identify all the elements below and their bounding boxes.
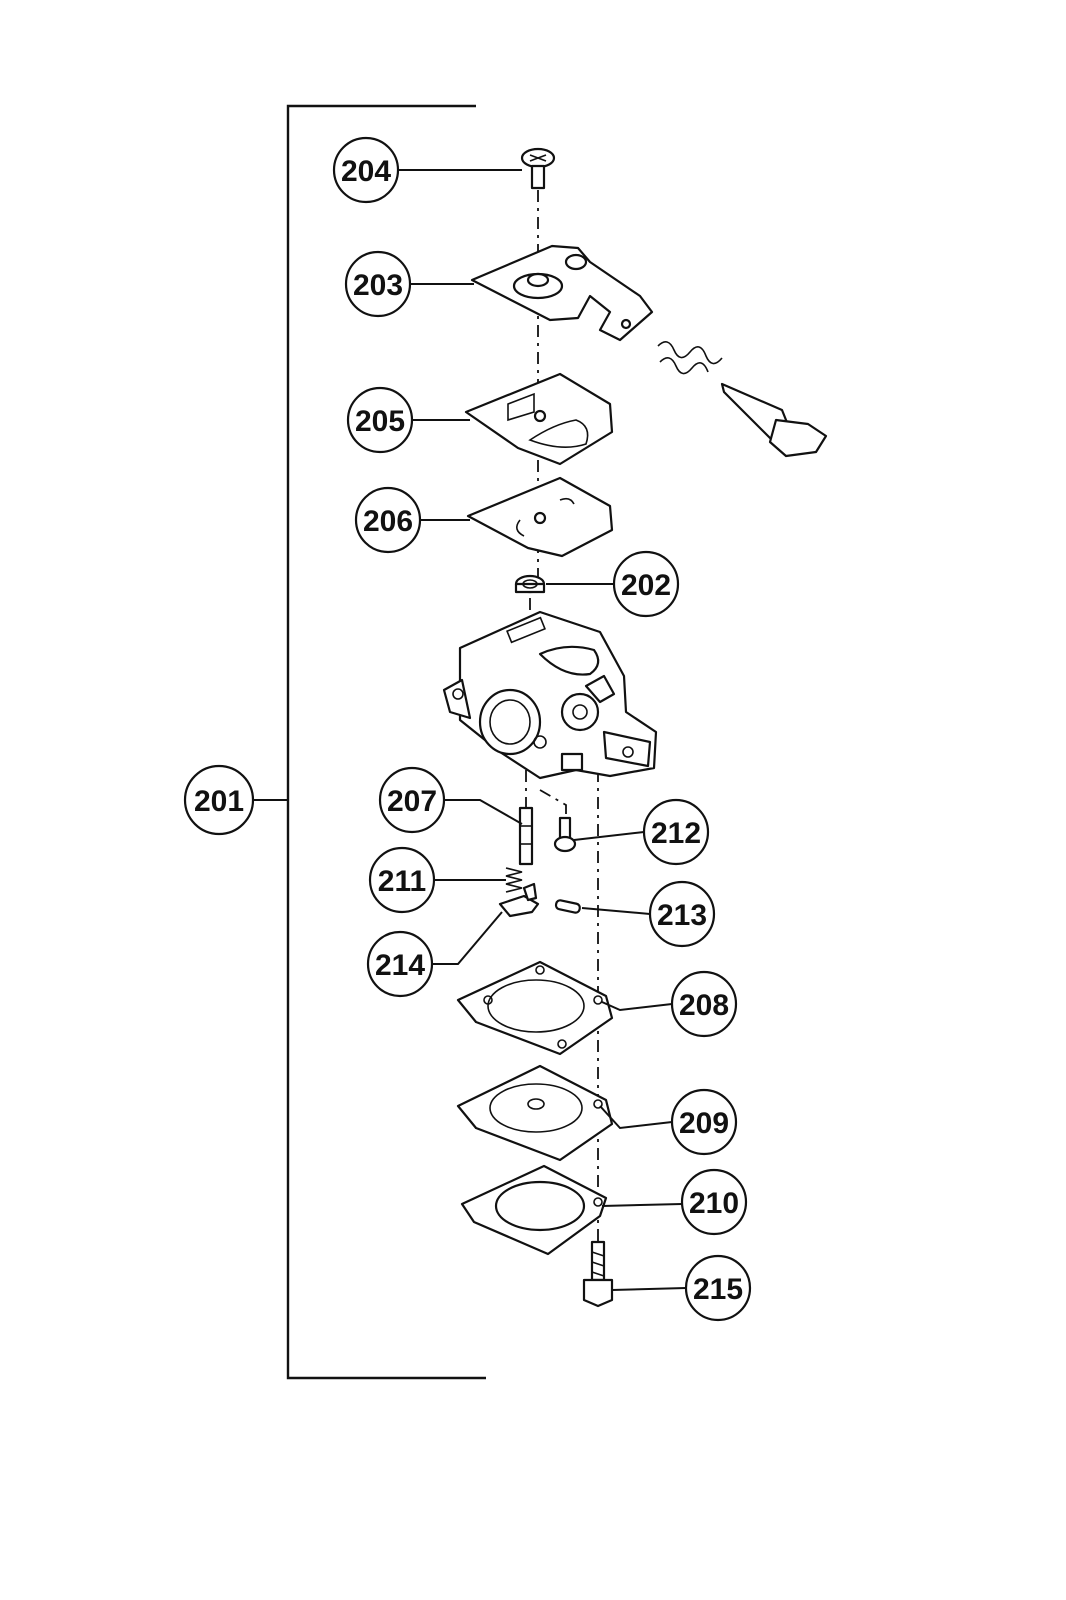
callout-212: 212	[642, 798, 710, 866]
part-screen-202	[514, 574, 546, 594]
callout-label: 215	[693, 1273, 743, 1306]
part-cover-210	[460, 1164, 608, 1256]
part-pin-213	[554, 899, 581, 914]
callout-label: 214	[375, 949, 425, 982]
part-lever-214	[498, 882, 540, 918]
part-spring-needle	[657, 341, 828, 458]
part-bolt-215	[582, 1240, 614, 1308]
callout-label: 211	[378, 865, 426, 898]
callout-205: 205	[346, 386, 414, 454]
part-gasket-208	[456, 960, 614, 1056]
callout-204: 204	[332, 136, 400, 204]
part-diaphragm-209	[456, 1064, 614, 1162]
callouts: 201 202 203 204 205 206 207 208	[183, 136, 752, 1322]
callout-label: 213	[657, 899, 707, 932]
part-screw-204	[520, 147, 556, 190]
callout-label: 207	[387, 785, 437, 818]
part-gasket-205	[464, 372, 614, 466]
callout-202: 202	[612, 550, 680, 618]
callout-209: 209	[670, 1088, 738, 1156]
assembly-bracket	[254, 104, 486, 1380]
callout-label: 210	[689, 1187, 739, 1220]
callout-203: 203	[344, 250, 412, 318]
leader-lines	[398, 169, 687, 1291]
part-needle-207	[518, 806, 534, 866]
callout-201: 201	[183, 764, 255, 836]
callout-label: 201	[194, 785, 244, 818]
part-carburetor-body	[442, 610, 658, 780]
callout-215: 215	[684, 1254, 752, 1322]
callout-210: 210	[680, 1168, 748, 1236]
callout-label: 204	[341, 155, 391, 188]
callout-206: 206	[354, 486, 422, 554]
callout-label: 203	[353, 269, 403, 302]
callout-label: 212	[651, 817, 701, 850]
callout-207: 207	[378, 766, 446, 834]
part-cover-203	[470, 244, 654, 342]
callout-211: 211	[368, 846, 436, 914]
callout-label: 208	[679, 989, 729, 1022]
callout-208: 208	[670, 970, 738, 1038]
part-diaphragm-206	[466, 476, 614, 558]
callout-label: 205	[355, 405, 405, 438]
part-spring-211	[505, 867, 523, 893]
callout-label: 206	[363, 505, 413, 538]
callout-214: 214	[366, 930, 434, 998]
callout-label: 202	[621, 569, 671, 602]
callout-label: 209	[679, 1107, 729, 1140]
part-screw-212	[553, 816, 577, 853]
callout-213: 213	[648, 880, 716, 948]
